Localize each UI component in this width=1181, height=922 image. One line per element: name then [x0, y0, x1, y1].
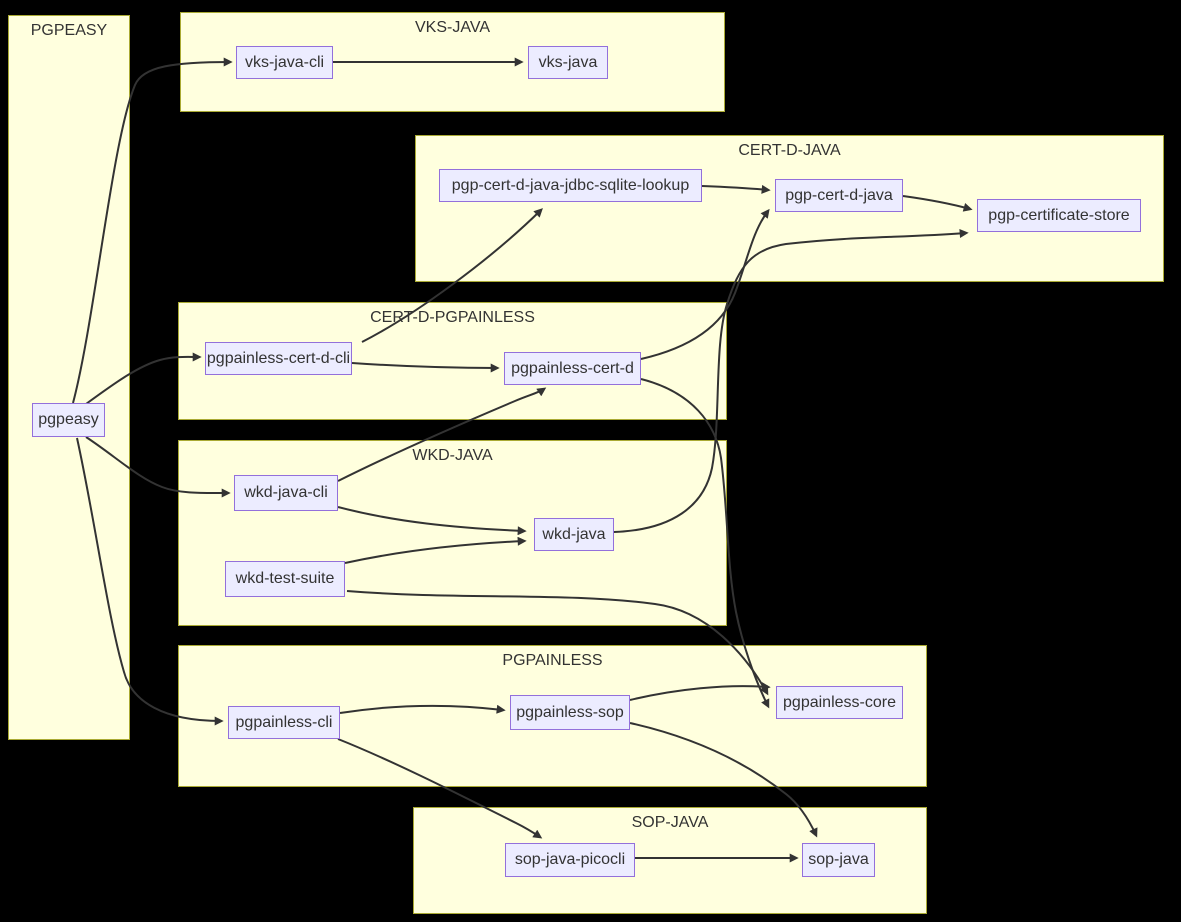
node-pgpeasy: pgpeasy [32, 403, 105, 437]
cluster-wkd-java: WKD-JAVA [178, 440, 727, 626]
node-pgp-cert-d-java: pgp-cert-d-java [775, 179, 903, 212]
cluster-title-vks-java: VKS-JAVA [415, 19, 490, 36]
node-sop-java-picocli: sop-java-picocli [505, 843, 635, 877]
cluster-pgpeasy: PGPEASY [8, 15, 130, 740]
node-sop-java: sop-java [802, 843, 875, 877]
node-vks-java: vks-java [528, 46, 608, 79]
node-pgpainless-core: pgpainless-core [776, 686, 903, 719]
node-pgpainless-cli: pgpainless-cli [228, 706, 340, 739]
node-wkd-java: wkd-java [534, 518, 614, 551]
cluster-title-pgpeasy: PGPEASY [30, 22, 108, 39]
node-pgpainless-cert-d-cli: pgpainless-cert-d-cli [205, 342, 352, 375]
node-pgp-certificate-store: pgp-certificate-store [977, 199, 1141, 232]
node-wkd-test-suite: wkd-test-suite [225, 561, 345, 597]
node-pgp-cert-d-java-jdbc-sqlite-lookup: pgp-cert-d-java-jdbc-sqlite-lookup [439, 169, 702, 202]
cluster-title-wkd-java: WKD-JAVA [412, 447, 493, 464]
cluster-title-pgpainless: PGPAINLESS [502, 652, 603, 669]
node-vks-java-cli: vks-java-cli [236, 46, 333, 79]
cluster-title-cert-d-java: CERT-D-JAVA [738, 142, 841, 159]
cluster-title-sop-java: SOP-JAVA [631, 814, 709, 831]
node-pgpainless-sop: pgpainless-sop [510, 695, 630, 730]
cluster-title-cert-d-pgpainless: CERT-D-PGPAINLESS [370, 309, 535, 326]
node-wkd-java-cli: wkd-java-cli [234, 475, 338, 511]
node-pgpainless-cert-d: pgpainless-cert-d [504, 352, 641, 385]
